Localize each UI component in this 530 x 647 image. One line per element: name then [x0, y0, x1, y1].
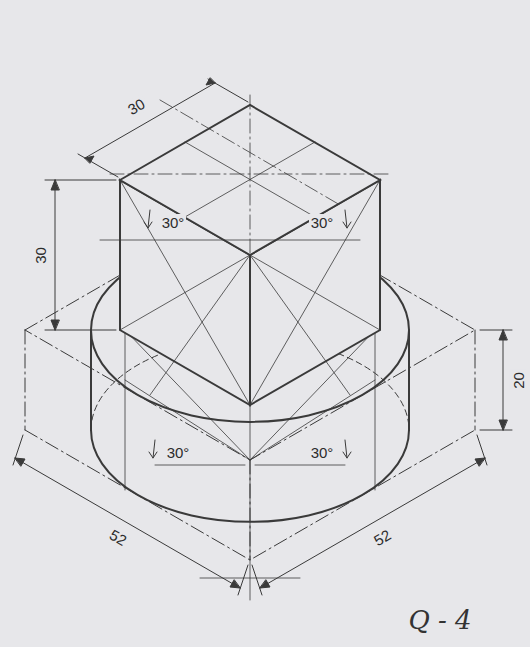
- dimension-label: 52: [105, 524, 131, 549]
- angle-label: 30°: [165, 444, 192, 461]
- dimension-line: [13, 78, 512, 595]
- angle-label: 30°: [309, 214, 336, 231]
- construction-line: [100, 142, 380, 405]
- cylinder-side: [90, 330, 92, 430]
- angle-label: 30°: [309, 444, 336, 461]
- dimension-label: 52: [369, 524, 395, 549]
- dimension-label: 30: [32, 245, 49, 266]
- angle-marker: [144, 210, 351, 458]
- sheet-note: Q - 4: [406, 606, 473, 634]
- dimension-label: 20: [510, 370, 527, 391]
- angle-label: 30°: [160, 214, 187, 231]
- center-line: [110, 95, 390, 265]
- dimension-label: 30: [123, 93, 149, 118]
- cylinder-side: [408, 330, 410, 430]
